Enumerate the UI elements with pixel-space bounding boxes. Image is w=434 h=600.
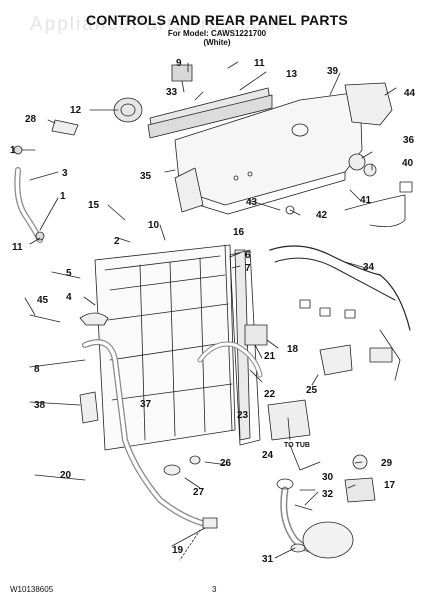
color-line: (White) <box>203 38 231 47</box>
callout-2: 2 <box>114 236 120 247</box>
diagram-title: CONTROLS AND REAR PANEL PARTS <box>86 12 348 28</box>
to-tub-label: TO TUB <box>284 442 310 449</box>
callout-26: 26 <box>220 458 232 469</box>
callout-45: 45 <box>37 295 49 306</box>
callout-4: 4 <box>66 292 72 303</box>
document-number: W10138605 <box>10 585 54 594</box>
callout-21: 21 <box>264 351 276 362</box>
callout-10: 10 <box>148 220 160 231</box>
callout-29: 29 <box>381 458 393 469</box>
callout-28: 28 <box>25 114 37 125</box>
callout-42: 42 <box>316 210 328 221</box>
callout-32: 32 <box>322 489 334 500</box>
callout-25: 25 <box>306 385 318 396</box>
callout-15: 15 <box>88 200 100 211</box>
callout-35: 35 <box>140 171 152 182</box>
callout-11b: 11 <box>12 242 23 253</box>
callout-37: 37 <box>140 399 152 410</box>
callout-3: 3 <box>62 168 68 179</box>
callout-1b: 1 <box>60 191 66 202</box>
callout-12: 12 <box>70 105 82 116</box>
callout-44: 44 <box>404 88 416 99</box>
callout-11a: 11 <box>254 58 265 69</box>
model-line: For Model: CAWS1221700 <box>167 29 267 38</box>
page-number: 3 <box>212 585 217 594</box>
callout-22: 22 <box>264 389 276 400</box>
callout-18: 18 <box>287 344 299 355</box>
rear-panel <box>94 244 236 451</box>
callout-33: 33 <box>166 87 178 98</box>
callout-20: 20 <box>60 470 72 481</box>
callout-5: 5 <box>66 268 72 279</box>
callout-9: 9 <box>176 58 182 69</box>
callout-39: 39 <box>327 66 339 77</box>
callout-41: 41 <box>360 195 372 206</box>
callout-1a: 1 <box>10 145 16 156</box>
callout-34: 34 <box>363 262 375 273</box>
callout-43: 43 <box>246 197 258 208</box>
callout-27: 27 <box>193 487 205 498</box>
wire-harness <box>269 245 411 331</box>
callout-17: 17 <box>384 480 396 491</box>
callout-38: 38 <box>34 400 46 411</box>
callout-8: 8 <box>34 364 40 375</box>
callout-19: 19 <box>172 545 184 556</box>
callout-13: 13 <box>286 69 298 80</box>
callout-23: 23 <box>237 410 249 421</box>
callout-16: 16 <box>233 227 245 238</box>
callout-40: 40 <box>402 158 414 169</box>
callout-36: 36 <box>403 135 415 146</box>
callout-24: 24 <box>262 450 274 461</box>
callout-30a: 30 <box>322 472 334 483</box>
callout-31: 31 <box>262 554 274 565</box>
callout-7: 7 <box>245 263 251 274</box>
callout-6: 6 <box>245 250 251 261</box>
